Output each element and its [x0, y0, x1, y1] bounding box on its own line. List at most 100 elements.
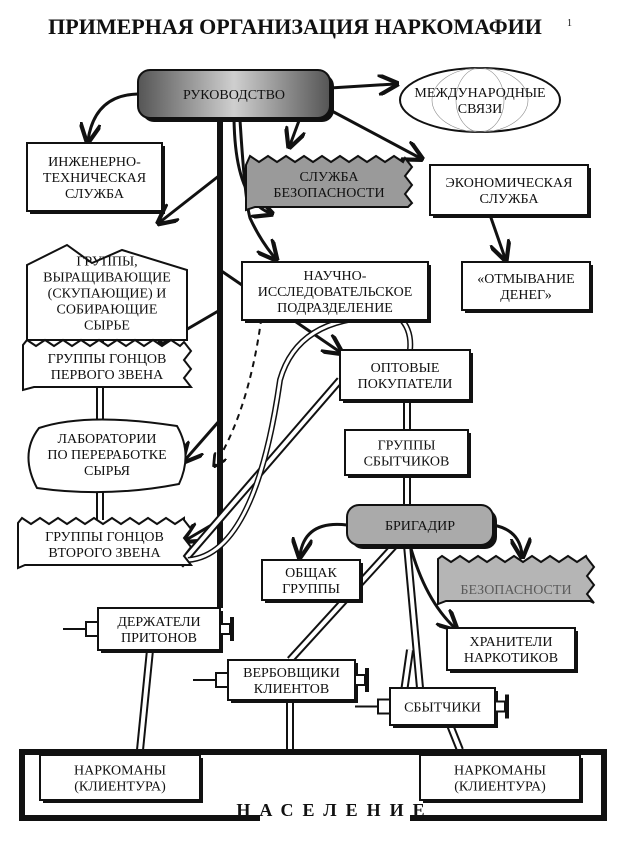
node-label: ПЕРВОГО ЗВЕНА — [51, 368, 164, 383]
node-label: СЫРЬЕ — [84, 319, 130, 334]
syringe-plunger-icon — [354, 674, 366, 686]
node-label: ВЫРАЩИВАЮЩИЕ — [43, 271, 171, 286]
node-label: СВЯЗИ — [458, 102, 502, 117]
node-shape — [429, 164, 589, 216]
node-label: ВЕРБОВЩИКИ — [243, 666, 340, 681]
node-label: НАРКОМАНЫ — [454, 764, 546, 779]
node-label: СОБИРАЮЩИЕ — [57, 303, 158, 318]
node-label: НАРКОТИКОВ — [464, 651, 558, 666]
node-label: БРИГАДИР — [385, 519, 455, 534]
arrow-connector — [185, 419, 222, 460]
syringe-plunger-icon — [494, 700, 506, 713]
node-label: БЕЗОПАСНОСТИ — [273, 186, 384, 201]
arrow-connector — [492, 523, 522, 555]
node-label: ПОКУПАТЕЛИ — [358, 377, 453, 392]
node-label: СБЫТЧИКОВ — [364, 455, 450, 470]
arrow-connector — [238, 119, 275, 258]
node-label: СЛУЖБА — [65, 187, 125, 202]
node-label: ПРИТОНОВ — [121, 631, 197, 646]
population-label: НАСЕЛЕНИЕ — [236, 800, 433, 820]
footnote-mark: 1 — [567, 18, 572, 29]
node-label: КЛИЕНТОВ — [254, 682, 329, 697]
node-label: БЕЗОПАСНОСТИ — [460, 583, 571, 598]
node-shape — [22, 338, 194, 392]
arrow-connector — [300, 522, 348, 555]
node-label: ГРУППЫ — [282, 582, 340, 597]
node-label: РУКОВОДСТВО — [183, 88, 285, 103]
node-shape — [39, 754, 201, 801]
node-label: СЛУЖБА — [300, 170, 360, 185]
arrow-connector — [408, 544, 455, 628]
node-shape — [27, 418, 187, 494]
node-shape — [26, 243, 188, 341]
node-shape — [26, 142, 163, 212]
arrow-connector — [329, 84, 395, 88]
node-label: ИССЛЕДОВАТЕЛЬСКОЕ — [258, 285, 413, 300]
node-label: СБЫТЧИКИ — [404, 701, 481, 716]
node-addicts-right: НАРКОМАНЫ(КЛИЕНТУРА) — [419, 754, 583, 803]
arrow-connector — [88, 92, 139, 140]
globe-meridian — [431, 67, 529, 133]
node-label: ПОДРАЗДЕЛЕНИЕ — [277, 301, 393, 316]
node-security2: БЕЗОПАСНОСТИ — [437, 554, 596, 606]
node-label: ИНЖЕНЕРНО- — [48, 155, 141, 170]
node-label: ХРАНИТЕЛИ — [470, 635, 553, 650]
node-shape — [437, 554, 596, 606]
node-label: ОБЩАК — [285, 566, 337, 581]
arrow-connector — [160, 173, 221, 222]
arrow-connector — [290, 117, 300, 145]
node-label: НАУЧНО- — [304, 269, 367, 284]
node-label: ДЕРЖАТЕЛИ — [117, 615, 200, 630]
node-label: ГРУППЫ — [378, 439, 436, 454]
node-label: ЭКОНОМИЧЕСКАЯ — [446, 176, 573, 191]
node-foreman: БРИГАДИР — [346, 504, 497, 549]
node-label: ГРУППЫ ГОНЦОВ — [45, 530, 164, 545]
node-shape — [245, 154, 414, 212]
node-shape — [344, 429, 469, 476]
diagram-title: ПРИМЕРНАЯ ОРГАНИЗАЦИЯ НАРКОМАФИИ — [48, 14, 542, 39]
node-shape — [446, 627, 576, 671]
node-label: «ОТМЫВАНИЕ — [477, 272, 574, 287]
node-label: ДЕНЕГ» — [500, 288, 552, 303]
node-shape — [137, 69, 331, 119]
node-addicts-left: НАРКОМАНЫ(КЛИЕНТУРА) — [39, 754, 203, 803]
node-label: ВТОРОГО ЗВЕНА — [48, 546, 161, 561]
node-shape — [241, 261, 429, 321]
node-shape — [346, 504, 494, 546]
arrow-connector — [488, 214, 505, 258]
node-sellers: СБЫТЧИКИ — [355, 687, 509, 728]
node-label: МЕЖДУНАРОДНЫЕ — [414, 86, 545, 101]
node-label: (КЛИЕНТУРА) — [74, 780, 166, 795]
node-label: ЛАБОРАТОРИИ — [57, 432, 156, 447]
syringe-plunger-icon — [219, 623, 231, 635]
node-shape — [261, 559, 361, 601]
arrow-connector — [329, 108, 420, 158]
node-shape — [17, 516, 194, 570]
node-shape — [227, 659, 356, 701]
node-label: НАРКОМАНЫ — [74, 764, 166, 779]
node-label: ГРУППЫ, — [76, 255, 137, 270]
node-leadership: РУКОВОДСТВО — [137, 69, 334, 122]
node-label: ПО ПЕРЕРАБОТКЕ — [47, 448, 166, 463]
node-growers: ГРУППЫ,ВЫРАЩИВАЮЩИЕ(СКУПАЮЩИЕ) ИСОБИРАЮЩ… — [26, 243, 188, 341]
node-shape — [461, 261, 591, 311]
node-shape — [339, 349, 471, 401]
node-label: СЛУЖБА — [480, 192, 540, 207]
node-label: СЫРЬЯ — [84, 464, 130, 479]
